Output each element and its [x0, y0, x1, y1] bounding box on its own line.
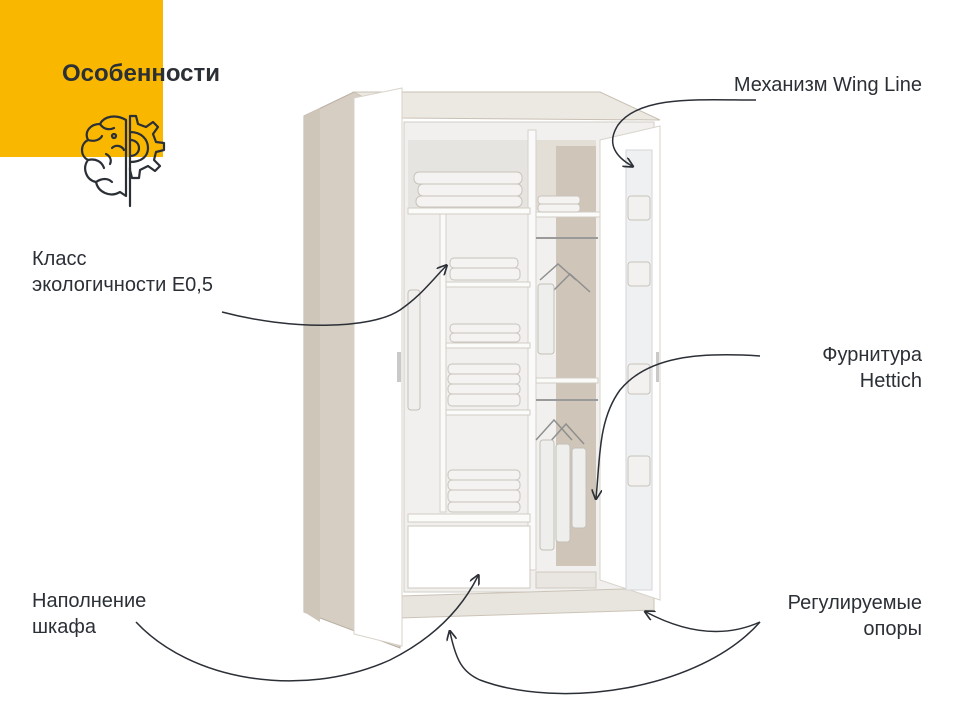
- feature-filling: Наполнение шкафа: [32, 588, 146, 640]
- feature-mechanism-line-1: Механизм Wing Line: [733, 74, 922, 96]
- feature-feet: Регулируемые опоры: [788, 590, 922, 642]
- wardrobe-drawer: [407, 525, 531, 589]
- arrow-feet-2: [450, 621, 761, 695]
- feature-filling-line-2: шкафа: [32, 616, 96, 638]
- arrow-hardware: [596, 354, 761, 498]
- feature-feet-line-2: опоры: [863, 618, 922, 640]
- feature-filling-line-1: Наполнение: [32, 590, 147, 612]
- arrow-feet-1: [646, 612, 761, 633]
- page-title: Особенности: [62, 60, 221, 87]
- feature-feet-line-1: Регулируемые: [787, 592, 922, 614]
- wardrobe-left-door: [353, 87, 403, 647]
- feature-hardware-line-2: Hettich: [859, 370, 922, 392]
- arrow-eco-class: [221, 266, 446, 326]
- feature-eco-class-line-1: Класс: [32, 248, 87, 270]
- arrow-filling: [135, 576, 478, 682]
- feature-hardware-line-1: Фурнитура: [822, 344, 922, 366]
- feature-eco-class: Класс экологичности Е0,5: [32, 246, 213, 298]
- feature-eco-class-line-2: экологичности Е0,5: [32, 274, 213, 296]
- arrow-mechanism: [611, 98, 757, 166]
- accent-block: [0, 0, 163, 157]
- feature-hardware: Фурнитура Hettich: [822, 342, 922, 394]
- feature-mechanism: Механизм Wing Line: [734, 72, 922, 98]
- brain-gear-icon: [80, 114, 166, 208]
